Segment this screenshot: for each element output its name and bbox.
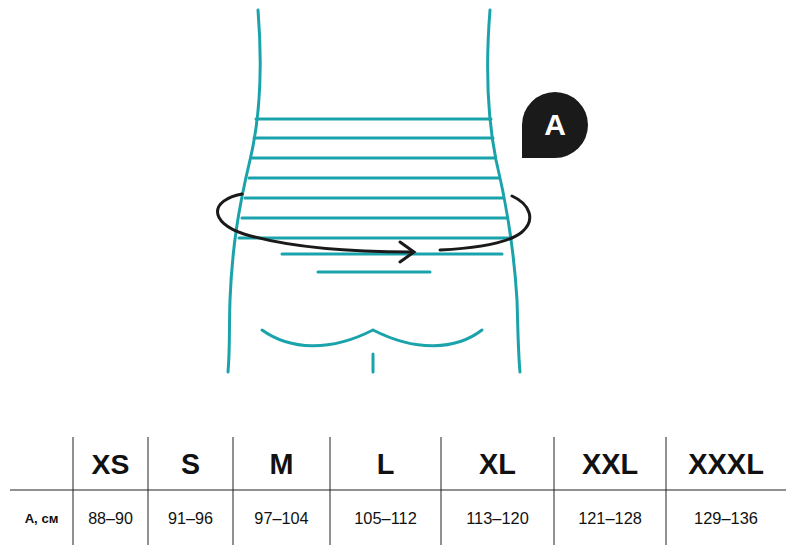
size-header: XS xyxy=(73,440,148,488)
center-mark xyxy=(372,354,375,372)
size-header: XXL xyxy=(554,440,666,488)
size-header: M xyxy=(233,440,330,488)
table-cell: 97–104 xyxy=(233,495,330,541)
underwear-line xyxy=(262,330,482,346)
table-cell: 105–112 xyxy=(330,495,441,541)
badge-letter: A xyxy=(544,108,566,142)
body-outline-right xyxy=(488,10,520,372)
row-label: A, см xyxy=(10,495,73,541)
measure-arrow xyxy=(218,194,530,262)
size-header: XL xyxy=(441,440,554,488)
size-header: S xyxy=(148,440,233,488)
belt-stripes xyxy=(239,119,510,238)
belt-edge-line xyxy=(318,271,430,274)
table-cell: 121–128 xyxy=(554,495,666,541)
size-header: XXXL xyxy=(666,440,786,488)
size-badge: A xyxy=(522,92,588,158)
table-cell: 88–90 xyxy=(73,495,148,541)
table-grid xyxy=(10,437,786,545)
badge-shape xyxy=(522,92,588,158)
table-cell: 129–136 xyxy=(666,495,786,541)
table-cell: 113–120 xyxy=(441,495,554,541)
size-header: L xyxy=(330,440,441,488)
table-cell: 91–96 xyxy=(148,495,233,541)
body-outline-left xyxy=(228,10,260,372)
